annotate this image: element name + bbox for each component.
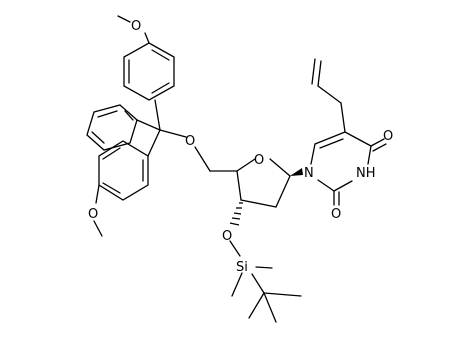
bond-c5-allyl [340, 102, 346, 133]
bond-allyl-ch [317, 85, 342, 104]
bond-tbu-1 [263, 292, 302, 297]
bond-c2-c3 [240, 199, 277, 208]
bond-si-me2 [231, 272, 243, 297]
bond-c-ring-top [154, 99, 161, 131]
bond-methyl-left [93, 220, 103, 237]
bond-tbu-3 [263, 292, 277, 323]
bond-omethyl-left [95, 184, 100, 204]
bond-o-ch2 [194, 146, 211, 172]
bond-n1-c6 [310, 143, 316, 165]
bond-c3-c4 [236, 170, 242, 201]
atom-o-c4: O [383, 129, 393, 144]
atom-o-methoxy-left: O [88, 207, 98, 222]
wedge-c1-n [290, 168, 303, 176]
atom-o-silyl: O [222, 229, 232, 244]
atom-n1: N [304, 166, 314, 181]
bond-oring-c1 [269, 158, 291, 177]
hash-c3-o [229, 202, 243, 226]
atom-si: Si [236, 260, 248, 275]
atom-o-c2: O [331, 207, 341, 222]
bond-o-si [229, 240, 241, 257]
bond-c4-oring [236, 158, 256, 172]
bond-omethyl-top [144, 32, 150, 44]
bond-c-o-trityl [159, 129, 187, 138]
bond-tbu-2 [248, 292, 265, 319]
bond-si-ctbu [251, 273, 265, 294]
phenyl-ring [86, 104, 138, 151]
bond-c4-o-dbl [372, 143, 387, 152]
bond-c5-c4 [344, 131, 372, 147]
bond-c1-c2 [275, 175, 291, 208]
methoxyphenyl-ring-top [123, 42, 175, 101]
bond-c4-o [370, 138, 385, 147]
bond-si-me1 [255, 266, 273, 269]
atom-o-trityl: O [185, 134, 195, 149]
atom-o-methoxy-top: O [131, 19, 141, 34]
bond-n3-c2 [333, 180, 353, 192]
bond-c2-n1 [317, 179, 335, 192]
bond-allyl-ch2-dbl [311, 58, 316, 85]
bond-c6-c5-dbl [319, 138, 344, 149]
bond-c6-c5 [314, 131, 346, 145]
bond-c-phenyl [136, 119, 161, 131]
bond-allyl-ch2 [317, 60, 322, 87]
atom-o-ring: O [254, 153, 264, 168]
atom-nh: NH [356, 166, 376, 181]
bond-methyl-top [117, 15, 131, 23]
bond-c-ring-bottom [147, 129, 161, 157]
bond-c4-n3 [367, 145, 372, 165]
